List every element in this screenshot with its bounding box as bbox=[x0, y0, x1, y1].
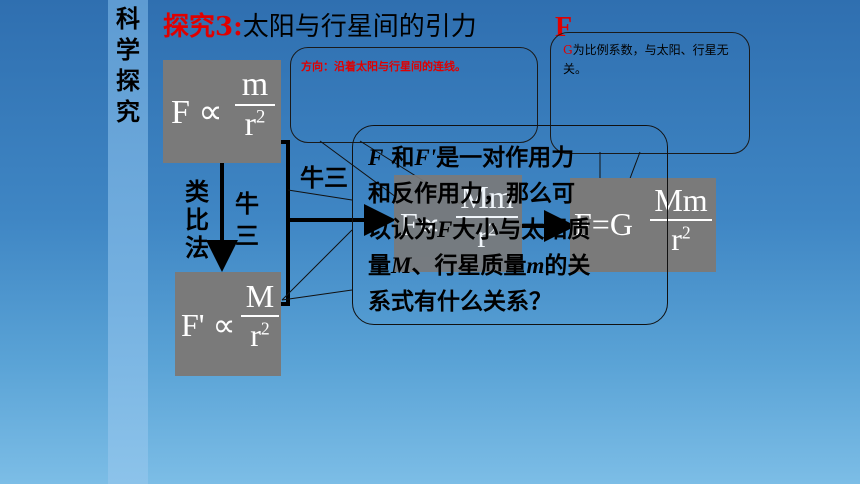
formula-f-m-num: m bbox=[241, 66, 269, 103]
formula-f-m-left: F ∝ bbox=[171, 94, 223, 131]
formula-f-g-num: Mm bbox=[654, 182, 708, 218]
formula-f-mm-num: Mm bbox=[460, 179, 514, 215]
formula-f-mm: F∝ Mm r2 bbox=[394, 175, 522, 272]
formula-f-mm-frac: Mm r2 bbox=[456, 179, 518, 255]
newton3-label: 牛三 bbox=[300, 164, 348, 192]
title-prefix: 探究3: bbox=[163, 12, 243, 42]
title-text: 太阳与行星间的引力 bbox=[242, 12, 477, 42]
formula-f-m-den: r2 bbox=[244, 106, 266, 143]
g-note: G为比例系数，与太阳、行星无关。 bbox=[563, 41, 743, 79]
page-title: 探究3:太阳与行星间的引力 bbox=[163, 6, 477, 43]
formula-f-g-frac: Mm r2 bbox=[650, 182, 712, 258]
direction-callout: 方向：沿着太阳与行星间的连线。 bbox=[290, 47, 538, 143]
formula-f-mm-left: F∝ bbox=[400, 206, 441, 242]
formula-fprime-left: F' ∝ bbox=[181, 307, 236, 343]
formula-f-mm-den: r2 bbox=[477, 218, 497, 254]
formula-f-g-left: F=G bbox=[574, 206, 633, 242]
formula-fprime-frac: M r2 bbox=[241, 278, 279, 354]
sidebar-label: 科学探究 bbox=[116, 5, 140, 126]
sidebar-band bbox=[108, 0, 148, 484]
question-callout bbox=[352, 125, 668, 325]
direction-note: 方向：沿着太阳与行星间的连线。 bbox=[301, 60, 466, 73]
g-note-prefix: G bbox=[563, 43, 573, 57]
g-note-text: 为比例系数，与太阳、行星无关。 bbox=[563, 43, 729, 76]
newton3-vertical-label: 牛 三 bbox=[235, 190, 259, 250]
formula-f-m-frac: m r2 bbox=[235, 66, 275, 144]
question-text: F 和F'是一对作用力 和反作用力，那么可 以认为F大小与太阳质 量M、行星质量… bbox=[368, 144, 591, 315]
formula-f-g: F=G Mm r2 bbox=[570, 178, 716, 272]
analogy-label: 类 比 法 bbox=[185, 178, 209, 262]
formula-f-m: F ∝ m r2 bbox=[163, 60, 281, 163]
formula-f-g-den: r2 bbox=[671, 221, 691, 257]
g-callout: G为比例系数，与太阳、行星无关。 bbox=[550, 32, 750, 154]
formula-fprime-m: F' ∝ M r2 bbox=[175, 272, 281, 376]
formula-fprime-num: M bbox=[245, 278, 275, 314]
formula-fprime-den: r2 bbox=[250, 317, 270, 353]
